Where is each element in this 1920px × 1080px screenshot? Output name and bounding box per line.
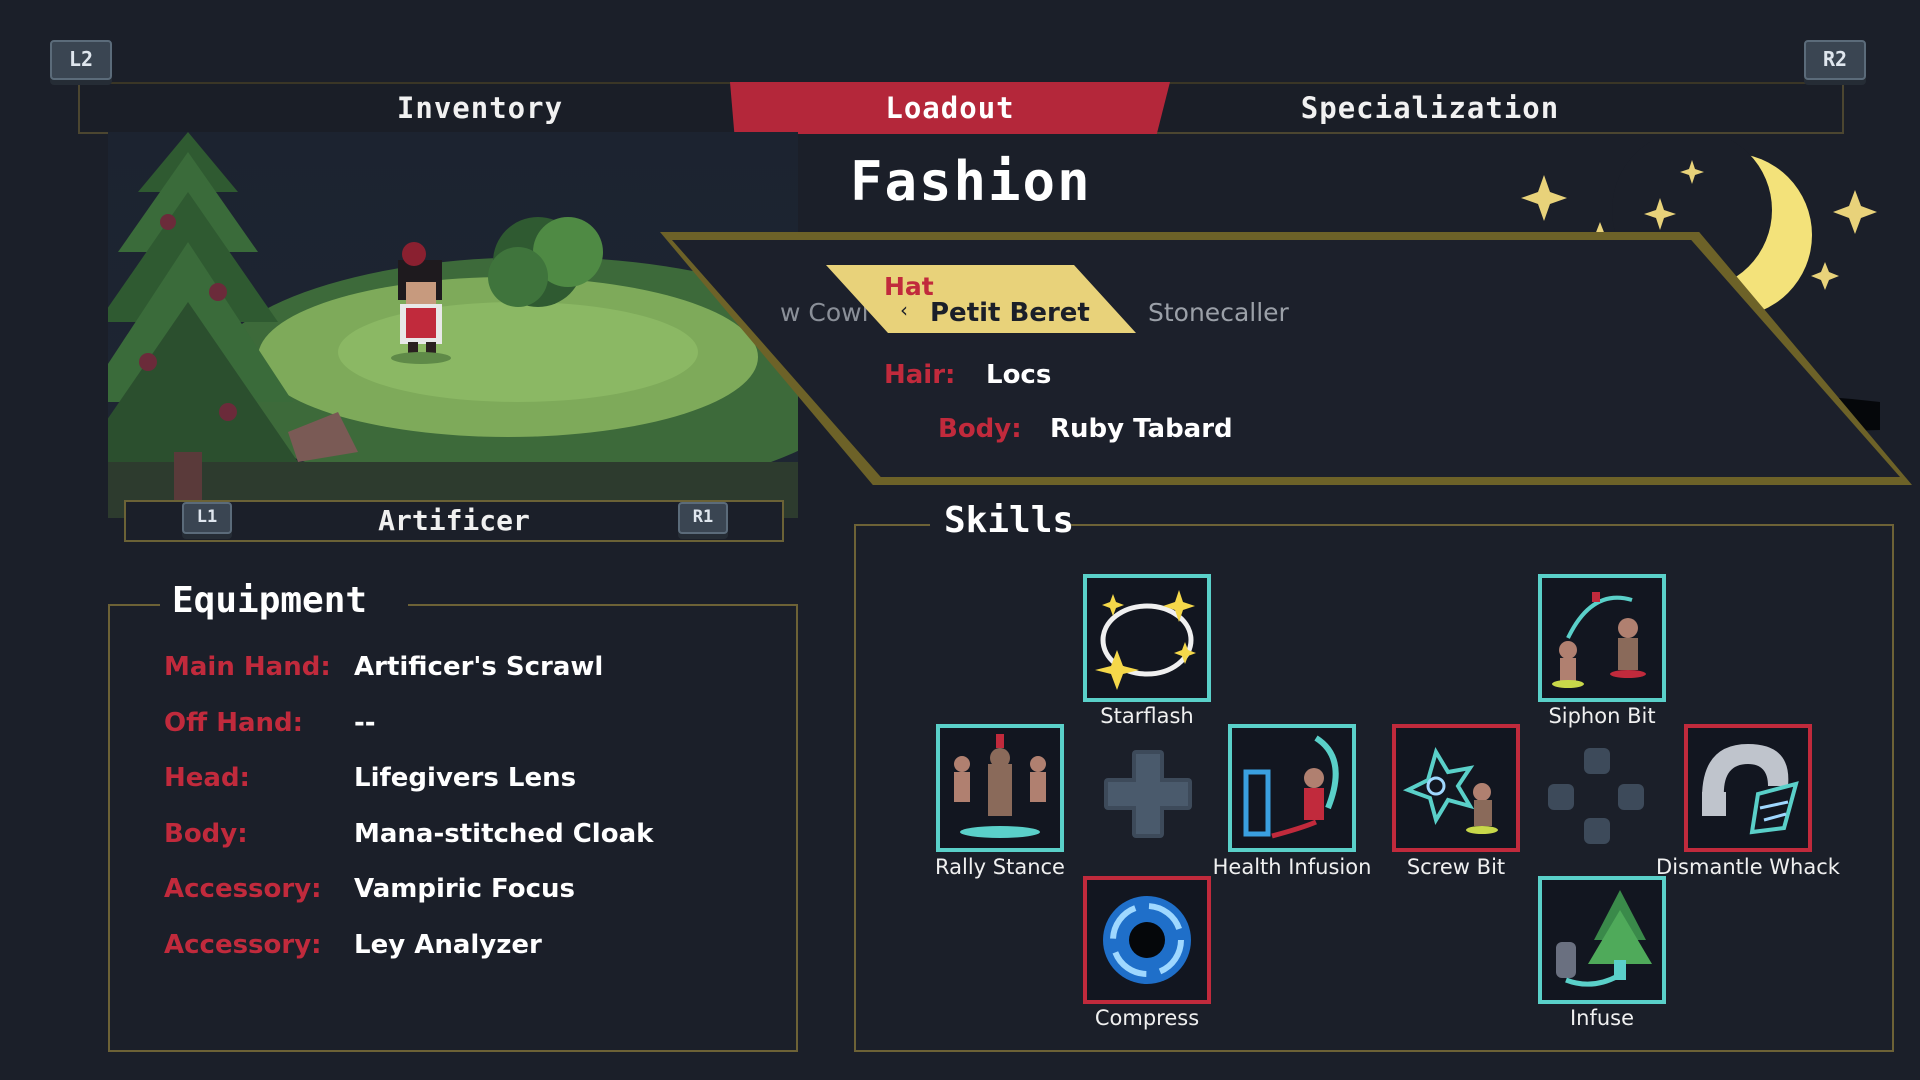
skill-label-starflash: Starflash bbox=[1100, 704, 1194, 728]
equip-value-body[interactable]: Mana-stitched Cloak bbox=[354, 819, 654, 849]
screw-bit-icon bbox=[1402, 747, 1498, 834]
tab-loadout-highlight bbox=[730, 82, 1170, 134]
skill-rally-stance[interactable] bbox=[936, 724, 1064, 852]
skill-label-screw-bit: Screw Bit bbox=[1406, 855, 1506, 879]
equip-label-main-hand: Main Hand: bbox=[164, 652, 331, 682]
skill-label-infuse: Infuse bbox=[1569, 1006, 1635, 1030]
fashion-title: Fashion bbox=[850, 150, 1092, 213]
equip-value-accessory-1[interactable]: Vampiric Focus bbox=[354, 874, 576, 904]
equip-value-head[interactable]: Lifegivers Lens bbox=[354, 763, 577, 793]
compress-icon bbox=[1103, 896, 1191, 984]
face-buttons-icon bbox=[1548, 748, 1644, 844]
skill-label-rally-stance: Rally Stance bbox=[935, 855, 1065, 879]
tab-loadout[interactable]: Loadout bbox=[885, 91, 1015, 125]
forest-scene-icon bbox=[108, 132, 798, 518]
l2-button-icon[interactable]: L2 bbox=[50, 40, 112, 80]
character-preview-scene bbox=[108, 132, 798, 518]
skill-starflash[interactable] bbox=[1083, 574, 1211, 702]
siphon-bit-icon bbox=[1552, 592, 1646, 688]
health-infusion-icon bbox=[1243, 735, 1339, 839]
hat-value: Petit Beret bbox=[930, 298, 1090, 328]
skill-label-siphon-bit: Siphon Bit bbox=[1548, 704, 1656, 728]
skills-title: Skills bbox=[944, 500, 1075, 541]
l1-button-icon[interactable]: L1 bbox=[182, 502, 232, 534]
skills-title-mask bbox=[930, 500, 1070, 550]
equip-value-main-hand[interactable]: Artificer's Scrawl bbox=[354, 652, 604, 682]
skill-compress[interactable] bbox=[1083, 876, 1211, 1004]
body-value[interactable]: Ruby Tabard bbox=[1050, 414, 1233, 444]
tab-bar: Inventory Loadout Specialization bbox=[78, 82, 1844, 134]
tab-specialization[interactable]: Specialization bbox=[1300, 91, 1560, 125]
skill-label-health-infusion: Health Infusion bbox=[1212, 855, 1372, 879]
equipment-title-mask bbox=[160, 580, 408, 630]
skill-screw-bit[interactable] bbox=[1392, 724, 1520, 852]
skill-label-dismantle-whack: Dismantle Whack bbox=[1656, 855, 1840, 879]
rally-stance-icon bbox=[954, 734, 1046, 838]
skills-panel bbox=[854, 524, 1894, 1052]
equip-label-accessory-2: Accessory: bbox=[164, 930, 322, 960]
equip-label-accessory-1: Accessory: bbox=[164, 874, 322, 904]
starflash-icon bbox=[1095, 590, 1196, 690]
dismantle-whack-icon bbox=[1702, 744, 1799, 835]
hat-prev-arrow-icon[interactable]: ‹ bbox=[900, 298, 908, 322]
equipment-title: Equipment bbox=[172, 580, 368, 621]
equip-value-accessory-2[interactable]: Ley Analyzer bbox=[354, 930, 542, 960]
body-label: Body: bbox=[938, 414, 1022, 444]
equip-label-off-hand: Off Hand: bbox=[164, 708, 304, 738]
skill-dismantle-whack[interactable] bbox=[1684, 724, 1812, 852]
r2-button-icon[interactable]: R2 bbox=[1804, 40, 1866, 80]
hair-value[interactable]: Locs bbox=[986, 360, 1052, 390]
r1-button-icon[interactable]: R1 bbox=[678, 502, 728, 534]
equipment-panel bbox=[108, 604, 798, 1052]
skill-label-compress: Compress bbox=[1094, 1006, 1200, 1030]
skill-infuse[interactable] bbox=[1538, 876, 1666, 1004]
equip-value-off-hand[interactable]: -- bbox=[354, 708, 376, 738]
hair-label: Hair: bbox=[884, 360, 956, 390]
equip-label-head: Head: bbox=[164, 763, 250, 793]
hat-label: Hat bbox=[884, 272, 934, 301]
hat-next-option[interactable]: Stonecaller bbox=[1148, 298, 1289, 327]
skill-health-infusion[interactable] bbox=[1228, 724, 1356, 852]
dpad-cross-icon bbox=[1104, 750, 1192, 838]
class-selector-bar: Artificer bbox=[124, 500, 784, 542]
class-name: Artificer bbox=[378, 504, 530, 537]
hat-prev-option[interactable]: w Cowl bbox=[780, 298, 869, 327]
tab-inventory[interactable]: Inventory bbox=[396, 91, 564, 125]
infuse-icon bbox=[1556, 890, 1652, 987]
hat-next-arrow-icon[interactable]: › bbox=[1080, 296, 1088, 320]
skill-siphon-bit[interactable] bbox=[1538, 574, 1666, 702]
equip-label-body: Body: bbox=[164, 819, 248, 849]
